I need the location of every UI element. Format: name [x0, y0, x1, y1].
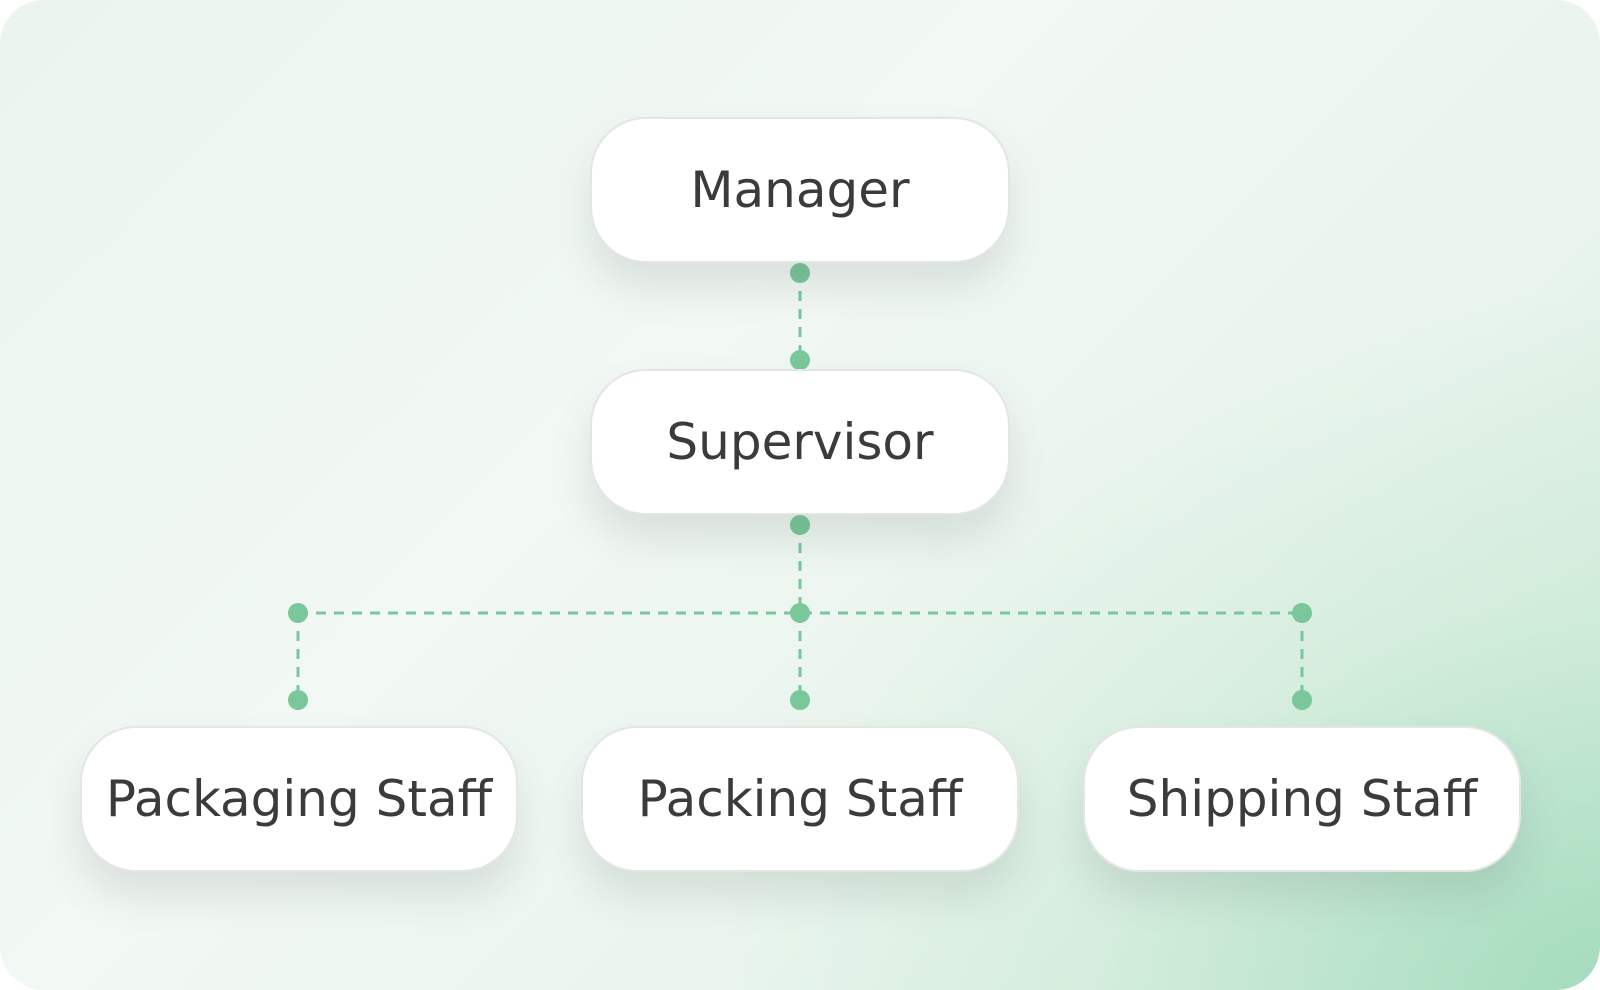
node-packing-staff: Packing Staff	[581, 726, 1019, 872]
connector-dot	[1292, 603, 1312, 623]
connector-dot	[288, 603, 308, 623]
connector-dot	[790, 263, 810, 283]
node-supervisor-label: Supervisor	[666, 413, 934, 471]
node-packaging-staff-label: Packaging Staff	[105, 770, 493, 828]
connector-dot	[790, 690, 810, 710]
node-packing-staff-label: Packing Staff	[637, 770, 963, 828]
node-shipping-staff: Shipping Staff	[1083, 726, 1521, 872]
connector-dot	[790, 515, 810, 535]
node-supervisor: Supervisor	[590, 369, 1010, 515]
node-shipping-staff-label: Shipping Staff	[1126, 770, 1478, 828]
node-manager-label: Manager	[690, 161, 910, 219]
node-manager: Manager	[590, 117, 1010, 263]
connector-dot	[288, 690, 308, 710]
connector-dot	[790, 603, 810, 623]
connector-dot	[790, 350, 810, 370]
connector-dot	[1292, 690, 1312, 710]
node-packaging-staff: Packaging Staff	[80, 726, 518, 872]
